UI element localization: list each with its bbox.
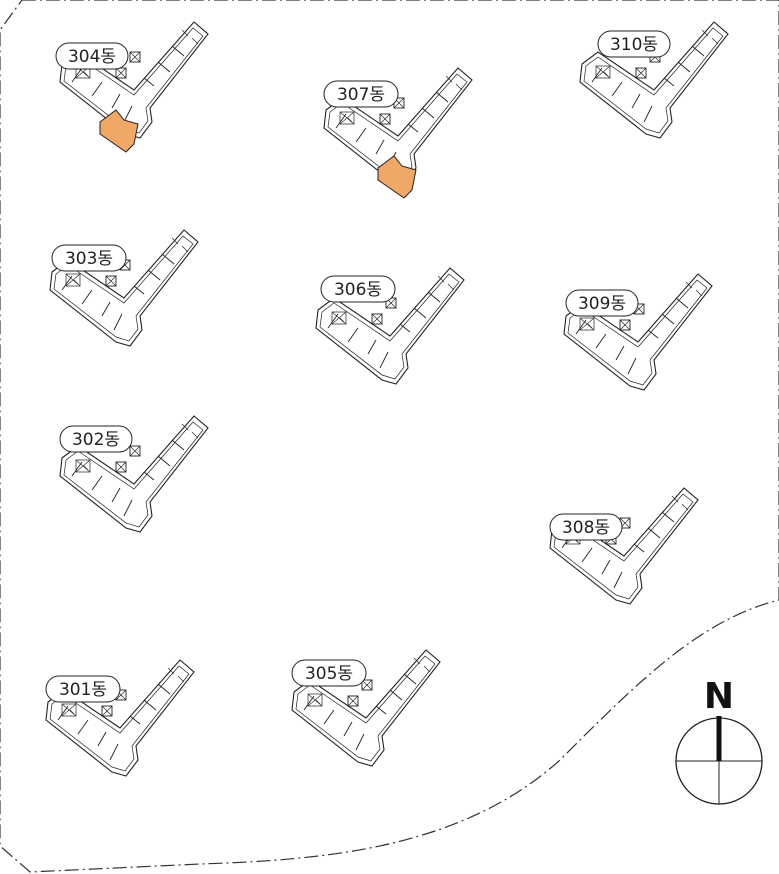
- label-307[interactable]: 307동: [323, 80, 399, 108]
- label-308-text: 308동: [562, 518, 610, 538]
- label-302-text: 302동: [72, 430, 120, 450]
- label-309[interactable]: 309동: [565, 289, 639, 317]
- label-305-text: 305동: [305, 664, 353, 684]
- label-303-text: 303동: [65, 249, 113, 269]
- building-308[interactable]: [549, 487, 699, 605]
- label-304-text: 304동: [68, 47, 116, 67]
- label-307-text: 307동: [337, 85, 385, 105]
- label-310[interactable]: 310동: [597, 30, 671, 58]
- label-303[interactable]: 303동: [51, 244, 127, 272]
- label-309-text: 309동: [578, 294, 626, 314]
- label-310-text: 310동: [610, 35, 658, 55]
- label-306-text: 306동: [334, 280, 382, 300]
- label-301-text: 301동: [59, 680, 107, 700]
- compass: N: [675, 676, 763, 805]
- label-308[interactable]: 308동: [549, 513, 623, 541]
- building-304[interactable]: [59, 21, 209, 153]
- label-305[interactable]: 305동: [291, 659, 367, 687]
- label-304[interactable]: 304동: [55, 42, 129, 70]
- label-301[interactable]: 301동: [45, 675, 121, 703]
- compass-north-label: N: [704, 676, 734, 717]
- label-302[interactable]: 302동: [59, 425, 133, 453]
- label-306[interactable]: 306동: [320, 275, 396, 303]
